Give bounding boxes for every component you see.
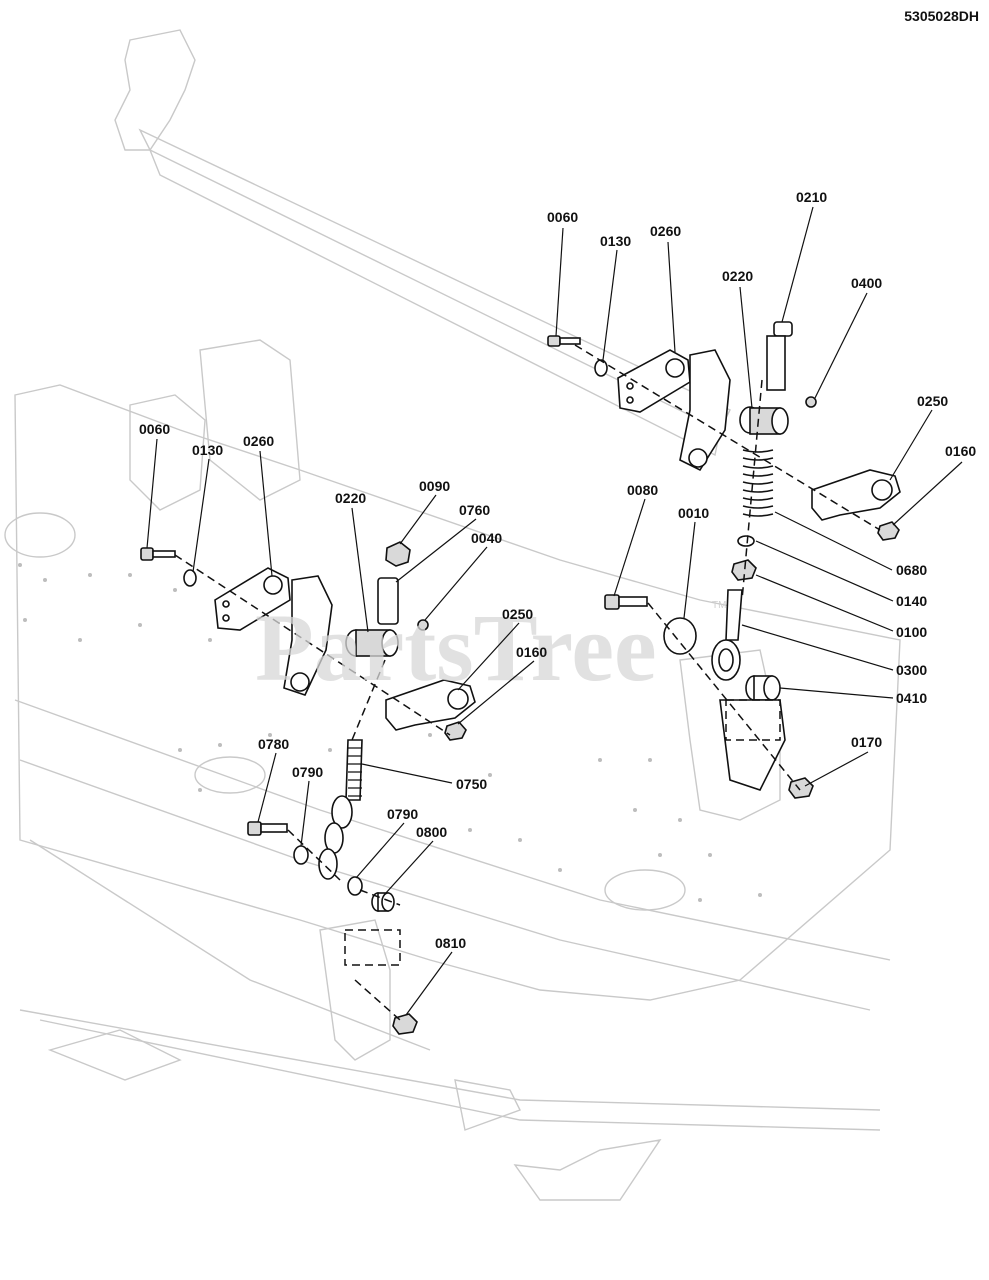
spring-0680 [742,449,774,517]
right-lift-assembly [547,321,901,799]
eyebolt-0300 [711,589,743,681]
callout-0060: 0060 [139,421,170,437]
washer-0790-b [347,876,363,896]
sleeve-0760 [377,577,399,625]
spacer-0800 [371,892,395,912]
callout-0250: 0250 [917,393,948,409]
bolt-0060-left [140,547,176,561]
spacer-0410 [745,675,781,701]
callout-0760: 0760 [459,502,490,518]
bolt-0060-right [547,335,581,347]
callout-0260: 0260 [243,433,274,449]
callout-0010: 0010 [678,505,709,521]
watermark: PartsTree [255,594,657,701]
washer-0130-left [183,569,197,587]
callout-0790: 0790 [387,806,418,822]
nut-0170 [788,777,814,799]
callout-0790: 0790 [292,764,323,780]
callout-0060: 0060 [547,209,578,225]
nut-0160-left [444,721,467,741]
callout-0100: 0100 [896,624,927,640]
callout-0080: 0080 [627,482,658,498]
callout-0750: 0750 [456,776,487,792]
nut-0100 [731,559,757,581]
callout-0680: 0680 [896,562,927,578]
callout-0160: 0160 [945,443,976,459]
chain-links [318,795,353,880]
bolt-0780 [247,821,288,836]
fitting-0040 [417,619,429,631]
pivot-0220-right [739,406,789,435]
callout-0410: 0410 [896,690,927,706]
washer-0130-right [594,359,608,377]
callout-0780: 0780 [258,736,289,752]
callout-0220: 0220 [335,490,366,506]
pivot-0220-left [345,629,399,657]
callout-0130: 0130 [600,233,631,249]
washer-0140 [737,535,755,547]
left-lift-assembly [140,541,476,1035]
callout-0090: 0090 [419,478,450,494]
cap-0090 [385,541,411,567]
callout-0250: 0250 [502,606,533,622]
bolt-0080 [604,594,648,610]
nut-0160-right [877,521,900,541]
callout-0210: 0210 [796,189,827,205]
callout-0140: 0140 [896,593,927,609]
callout-0800: 0800 [416,824,447,840]
leader-lines [146,206,963,1016]
callout-0170: 0170 [851,734,882,750]
callout-0300: 0300 [896,662,927,678]
callout-0040: 0040 [471,530,502,546]
callout-0810: 0810 [435,935,466,951]
pin-0210 [766,321,793,391]
watermark-tm: TM [712,600,726,611]
callout-0130: 0130 [192,442,223,458]
callout-0260: 0260 [650,223,681,239]
spring-0750 [345,739,363,801]
callout-0220: 0220 [722,268,753,284]
washer-0010 [663,617,697,655]
fitting-0400 [805,396,817,408]
document-id: 5305028DH [904,8,979,24]
washer-0790-a [293,845,309,865]
callout-labels: 0060 0130 0260 0210 0220 0400 0250 0160 … [139,189,976,951]
callout-0160: 0160 [516,644,547,660]
callout-0400: 0400 [851,275,882,291]
